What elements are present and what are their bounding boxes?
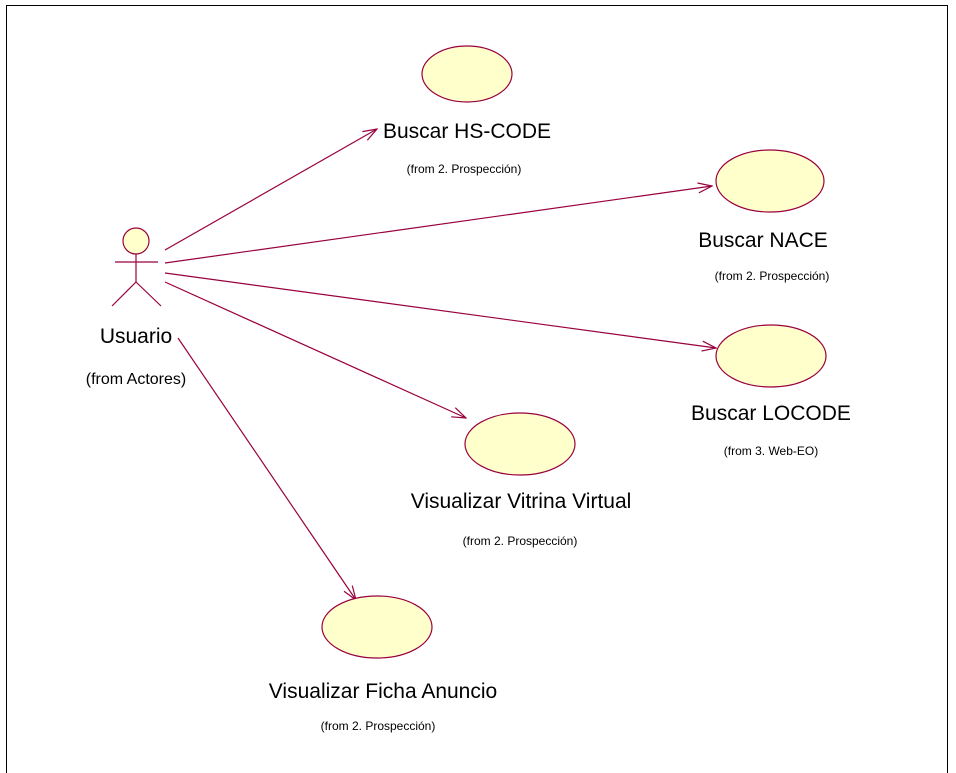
use-case-from-label: (from 3. Web-EO) [724,444,818,458]
use-case-buscar-hs-code[interactable]: Buscar HS-CODE (from 2. Prospección) [383,45,551,176]
association-locode[interactable] [164,272,716,348]
actor-from-label: (from Actores) [86,371,186,388]
use-case-ellipse [715,324,827,388]
use-case-buscar-nace[interactable]: Buscar NACE (from 2. Prospección) [698,149,830,283]
use-case-ellipse [321,595,433,659]
use-case-from-label: (from 2. Prospección) [463,534,578,548]
associations [164,129,716,600]
use-case-from-label: (from 2. Prospección) [715,269,830,283]
actor-name: Usuario [100,325,172,348]
stick-figure-actor-icon [111,227,162,307]
use-case-name: Buscar HS-CODE [383,120,551,143]
association-ficha-anuncio[interactable] [177,337,356,600]
association-hs-code[interactable] [164,129,377,251]
use-case-name: Buscar NACE [698,229,828,252]
use-case-name: Buscar LOCODE [691,402,851,425]
diagram-frame [6,5,948,773]
use-case-from-label: (from 2. Prospección) [407,162,522,176]
association-vitrina-virtual[interactable] [164,281,466,418]
use-case-name: Visualizar Ficha Anuncio [269,680,497,703]
use-case-buscar-locode[interactable]: Buscar LOCODE (from 3. Web-EO) [691,324,851,458]
use-case-visualizar-ficha-anuncio[interactable]: Visualizar Ficha Anuncio (from 2. Prospe… [269,595,497,733]
use-case-ellipse [715,149,825,213]
use-case-from-label: (from 2. Prospección) [321,719,436,733]
use-case-visualizar-vitrina-virtual[interactable]: Visualizar Vitrina Virtual (from 2. Pros… [411,412,632,548]
association-nace[interactable] [164,186,712,264]
actor-usuario[interactable]: Usuario (from Actores) [86,227,186,388]
use-case-ellipse [464,412,576,476]
use-case-name: Visualizar Vitrina Virtual [411,490,632,513]
use-case-ellipse [421,45,513,103]
